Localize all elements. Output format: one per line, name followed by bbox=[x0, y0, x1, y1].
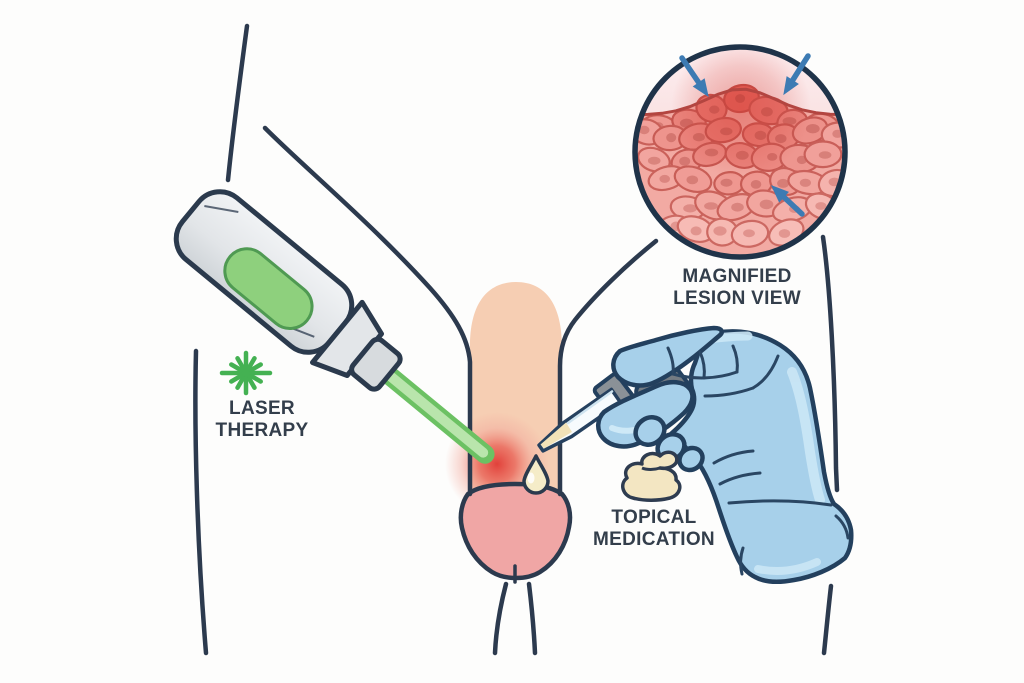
ointment-dollop-icon bbox=[621, 450, 682, 502]
magnified-lesion-view-label-line2: LESION VIEW bbox=[673, 288, 801, 309]
gloved-hand bbox=[537, 325, 854, 584]
magnified-lesion-view-label-line1: MAGNIFIED bbox=[682, 266, 792, 287]
body-contour-lines bbox=[193, 23, 840, 656]
laser-beam bbox=[377, 363, 495, 464]
topical-medication-label: TOPICAL MEDICATION bbox=[544, 507, 764, 551]
medication-drop bbox=[522, 454, 550, 495]
laser-starburst-icon bbox=[219, 350, 273, 396]
laser-therapy-label: LASER THERAPY bbox=[162, 398, 362, 442]
lesion-arrow-icon bbox=[771, 185, 805, 217]
glove-index-finger bbox=[611, 325, 724, 388]
magnified-lesion-inset bbox=[632, 44, 848, 260]
inset-circle-border bbox=[632, 44, 848, 260]
device-button bbox=[223, 247, 314, 330]
device-nozzle bbox=[349, 336, 403, 392]
lesion-arrow-icon bbox=[679, 55, 709, 98]
lesion-arrows bbox=[679, 53, 811, 217]
laser-therapy-label-line2: THERAPY bbox=[215, 420, 309, 441]
laser-device bbox=[173, 189, 495, 464]
dropper-liquid bbox=[540, 422, 572, 449]
magnified-lesion-view-label: MAGNIFIED LESION VIEW bbox=[627, 266, 847, 310]
lesion-arrow-icon bbox=[783, 53, 811, 96]
glove-palm bbox=[668, 329, 854, 584]
anatomy-glans bbox=[458, 481, 573, 584]
laser-therapy-label-line1: LASER bbox=[229, 398, 295, 419]
device-tip bbox=[309, 299, 384, 379]
topical-medication-label-line1: TOPICAL bbox=[611, 507, 697, 528]
topical-medication-label-line2: MEDICATION bbox=[593, 529, 715, 550]
